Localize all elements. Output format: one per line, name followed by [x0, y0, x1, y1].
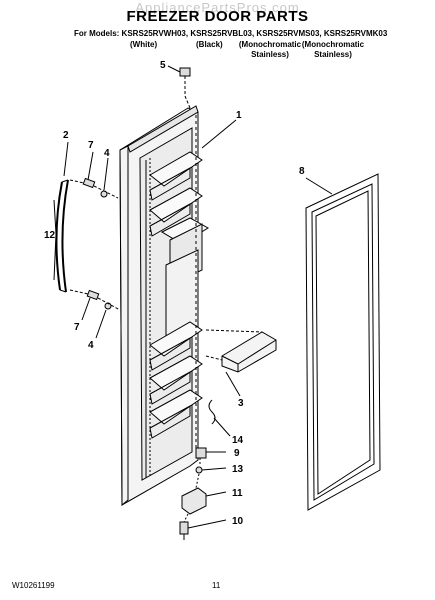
page-number: 11: [212, 581, 221, 590]
callout-5: 5: [160, 60, 166, 71]
callout-14: 14: [232, 435, 244, 446]
callout-4-lower: 4: [88, 340, 94, 351]
callout-1: 1: [236, 110, 242, 121]
handle-mounting-hardware: [69, 177, 121, 311]
watermark: AppliancePartsPros.com: [135, 0, 300, 15]
callout-leader-lines: [53, 65, 333, 529]
freezer-door-assembly: [119, 105, 209, 507]
callout-8: 8: [299, 166, 305, 177]
callout-12: 12: [44, 230, 56, 241]
document-number: W10261199: [12, 581, 55, 590]
page-title: FREEZER DOOR PARTS: [126, 8, 309, 25]
callout-3: 3: [238, 398, 244, 409]
model-color-black: (Black): [196, 40, 223, 49]
models-line: For Models: KSRS25RVWH03, KSRS25RVBL03, …: [74, 29, 388, 38]
callout-7-upper: 7: [88, 140, 94, 151]
door-gasket: [305, 173, 381, 511]
lower-hinge-hardware: [179, 399, 216, 540]
callout-11: 11: [232, 488, 243, 499]
top-hinge-screw: [179, 67, 191, 109]
callout-7-lower: 7: [74, 322, 80, 333]
callout-4-upper: 4: [104, 148, 110, 159]
callout-10: 10: [232, 516, 244, 527]
model-color-monochromatic-2: (Monochromatic Stainless): [301, 40, 365, 59]
callout-9: 9: [234, 448, 240, 459]
callout-13: 13: [232, 464, 244, 475]
door-bin: [205, 329, 277, 373]
callout-2: 2: [63, 130, 69, 141]
door-handle: [55, 179, 69, 293]
model-color-white: (White): [130, 40, 158, 49]
model-color-monochromatic-1: (Monochromatic Stainless): [238, 40, 302, 59]
